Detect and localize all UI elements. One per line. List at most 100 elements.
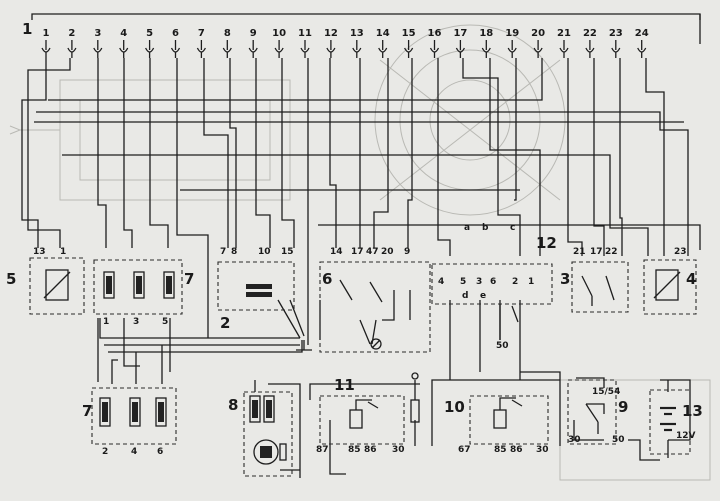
svg-text:87: 87	[316, 445, 329, 455]
connector-pin-label: 22	[583, 28, 597, 39]
svg-text:e: e	[480, 291, 486, 301]
terminal-50: 50	[496, 341, 509, 351]
block-6-switch	[339, 279, 411, 350]
block-7-top-housing	[93, 259, 183, 315]
svg-text:47: 47	[366, 247, 379, 257]
connector-pin-label: 1	[43, 28, 50, 39]
connector-pin-label: 9	[250, 28, 257, 39]
connector-pin-label: 23	[609, 28, 623, 39]
svg-text:85: 85	[494, 445, 507, 455]
svg-text:8: 8	[231, 247, 237, 257]
connector-pin-fork	[455, 40, 465, 58]
connector-pin-label: 5	[146, 28, 153, 39]
connector-pin-fork	[274, 40, 284, 58]
battery-icon	[660, 406, 676, 432]
svg-text:30: 30	[536, 445, 549, 455]
block-8-motor	[253, 439, 287, 465]
component-label-11: 11	[334, 376, 355, 394]
connector-pin-label: 11	[298, 28, 312, 39]
component-label-9: 9	[618, 398, 628, 416]
connector-pin-label: 4	[120, 28, 127, 39]
connector-pin-label: 6	[172, 28, 179, 39]
component-label-13: 13	[682, 402, 703, 420]
connector-pin-fork	[507, 40, 517, 58]
relay-11-coil	[349, 409, 363, 429]
connector-pin-label: 15	[402, 28, 416, 39]
connector-pin-fork	[533, 40, 543, 58]
svg-text:4: 4	[438, 277, 444, 287]
block-8-coil	[249, 395, 275, 423]
connector-pin-fork	[145, 40, 155, 58]
connector-pin-fork	[378, 40, 388, 58]
svg-text:7: 7	[220, 247, 226, 257]
component-label-7-bottom: 7	[82, 402, 92, 420]
switch-9-housing	[567, 379, 617, 445]
relay-10-coil	[493, 409, 507, 429]
svg-text:23: 23	[674, 247, 687, 257]
svg-text:13: 13	[33, 247, 46, 257]
connector-pin-label: 19	[505, 28, 519, 39]
connector-pin-fork	[481, 40, 491, 58]
svg-text:c: c	[510, 223, 515, 233]
battery-13-housing	[649, 389, 691, 455]
connector-pin-fork	[404, 40, 414, 58]
component-label-2: 2	[220, 314, 230, 332]
svg-text:85: 85	[348, 445, 361, 455]
svg-text:2: 2	[102, 447, 108, 457]
block-4-housing	[643, 259, 697, 315]
block-6-housing	[319, 261, 431, 353]
svg-text:86: 86	[364, 445, 377, 455]
svg-text:1: 1	[60, 247, 66, 257]
component-label-3: 3	[560, 270, 570, 288]
connector-pin-fork	[67, 40, 77, 58]
svg-text:3: 3	[133, 317, 139, 327]
svg-text:17: 17	[351, 247, 364, 257]
connector-pin-fork	[93, 40, 103, 58]
component-label-1: 1	[22, 20, 32, 38]
block-8-housing	[243, 391, 293, 477]
block-3-housing	[571, 261, 629, 313]
component-label-12: 12	[536, 234, 557, 252]
connector-pin-label: 3	[94, 28, 101, 39]
connector-pin-label: 17	[453, 28, 467, 39]
connector-pin-fork	[119, 40, 129, 58]
relay-10-housing	[469, 395, 549, 445]
component-label-4: 4	[686, 270, 696, 288]
component-label-5: 5	[6, 270, 16, 288]
block-5-sensor	[45, 269, 69, 301]
connector-pin-label: 13	[350, 28, 364, 39]
svg-text:3: 3	[476, 277, 482, 287]
connector-pin-fork	[326, 40, 336, 58]
connector-pin-label: 18	[479, 28, 493, 39]
block-7-top-coils	[103, 271, 175, 299]
svg-text:10: 10	[258, 247, 271, 257]
svg-text:30: 30	[392, 445, 405, 455]
connector-pin-fork	[170, 40, 181, 58]
block-4-sensor	[655, 269, 679, 301]
svg-text:50: 50	[612, 435, 625, 445]
svg-text:b: b	[482, 223, 489, 233]
fuse	[410, 399, 420, 423]
svg-text:20: 20	[381, 247, 394, 257]
svg-text:15/54: 15/54	[592, 387, 620, 397]
relay-11-housing	[319, 395, 405, 445]
block-5-housing	[29, 257, 85, 315]
connector-pin-fork	[585, 40, 595, 58]
connector-pin-fork	[352, 40, 362, 58]
relay-10-contact	[499, 397, 523, 410]
component-label-6: 6	[322, 270, 332, 288]
block-7-bottom-coils	[99, 397, 167, 427]
svg-text:21: 21	[573, 247, 586, 257]
svg-text:6: 6	[490, 277, 496, 287]
relay-11-contact	[355, 399, 379, 410]
connector-pin-label: 10	[272, 28, 286, 39]
svg-text:1: 1	[528, 277, 534, 287]
connector-pin-label: 7	[198, 28, 205, 39]
connector-pin-fork	[196, 40, 206, 58]
svg-text:4: 4	[131, 447, 137, 457]
svg-text:d: d	[462, 291, 468, 301]
svg-text:6: 6	[157, 447, 163, 457]
connector-pin-label: 16	[428, 28, 442, 39]
svg-text:17: 17	[590, 247, 603, 257]
connector-pin-fork	[41, 40, 51, 58]
